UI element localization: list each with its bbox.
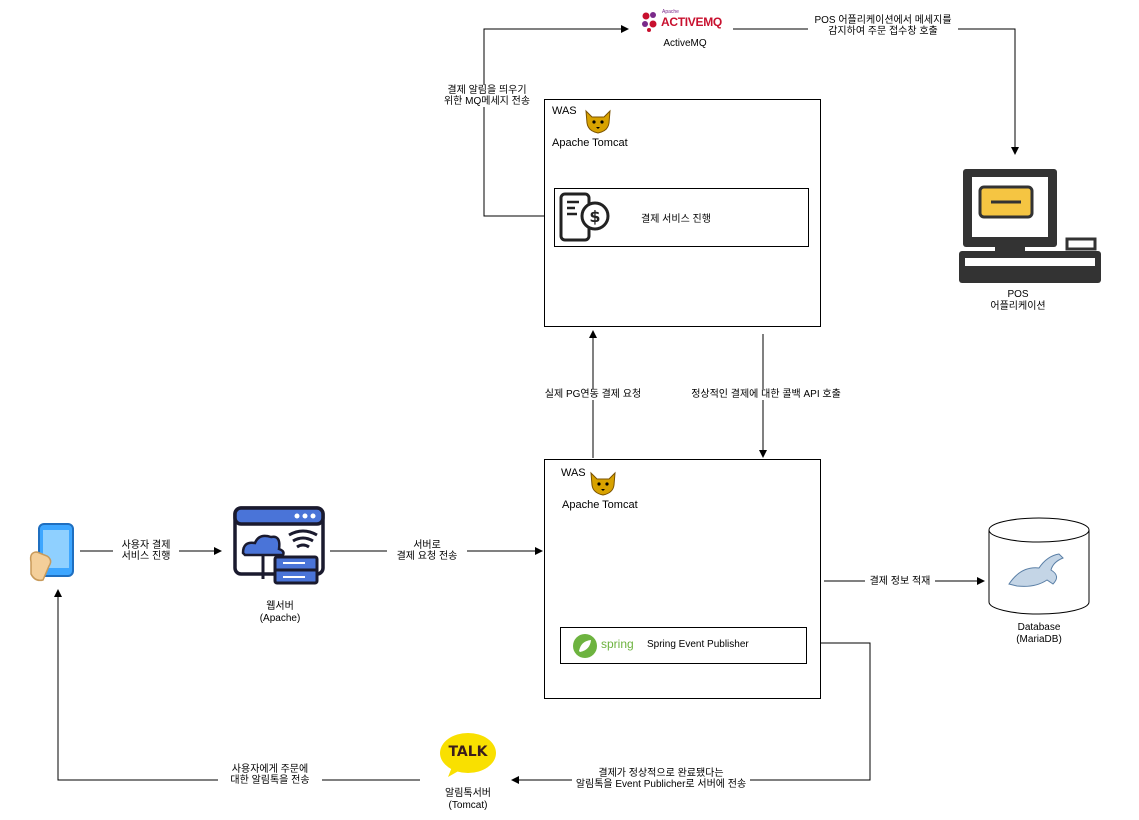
edge-label-callback: 정상적인 결제에 대한 콜백 API 호출 [686,389,846,400]
edge-label-web-to-was: 서버로 결제 요청 전송 [387,540,467,562]
edge-was-to-mq [483,25,629,217]
payment-service-label: 결제 서비스 진행 [641,214,711,225]
webserver-node[interactable]: 웹서버 (Apache) [230,505,330,630]
svg-text:$: $ [589,207,600,226]
talk-logo-text: TALK [448,744,488,760]
edge-label-was-to-pg: 실제 PG연동 결제 요청 [531,389,655,400]
talk-server-node[interactable]: TALK 알림톡서버 (Tomcat) [418,731,518,817]
database-node[interactable]: Database (MariaDB) [985,517,1093,648]
payment-service-icon: $ [559,192,610,242]
edge-label-user-to-web: 사용자 결제 서비스 진행 [113,540,179,562]
pos-node[interactable]: POS 어플리케이션 [955,165,1105,315]
activemq-node[interactable]: Apache ACTIVEMQ ActiveMQ [640,8,730,52]
tomcat-icon [590,471,616,496]
tomcat-icon [585,109,611,134]
pos-label: POS 어플리케이션 [990,289,1046,312]
was-bottom-title: WAS [561,467,586,479]
edge-label-publisher-to-talk: 결제가 정상적으로 완료됐다는 알림톡을 Event Publicher로 서버… [572,768,750,790]
webserver-label: 웹서버 (Apache) [259,601,301,624]
activemq-label: ActiveMQ [663,38,707,49]
was-top-title: WAS [552,105,577,117]
webserver-icon [233,506,325,585]
was-top-server-label: Apache Tomcat [552,137,628,149]
spring-logo-text: spring [601,637,634,651]
edge-label-talk-to-user: 사용자에게 주문에 대한 알림톡을 전송 [218,764,322,786]
pos-terminal-icon [959,169,1101,283]
edge-label-mq-to-pos: POS 어플리케이션에서 메세지를 감지하여 주문 접수창 호출 [808,15,958,37]
smartphone-hand-icon[interactable] [27,522,77,584]
talk-bubble-icon [440,733,496,777]
database-label: Database (MariaDB) [1016,622,1062,645]
spring-event-publisher-box[interactable]: spring Spring Event Publisher [560,627,807,664]
database-cylinder-icon [988,517,1090,615]
activemq-logo-small: Apache [662,9,679,15]
spring-event-publisher-label: Spring Event Publisher [647,639,749,650]
was-top-container[interactable]: WAS Apache Tomcat $ 결제 서비스 진행 [544,99,821,327]
activemq-logo-icon [642,12,657,32]
activemq-logo-text: ACTIVEMQ [661,15,722,29]
was-bottom-container[interactable]: WAS Apache Tomcat spring Spring Event Pu… [544,459,821,699]
payment-service-box[interactable]: $ 결제 서비스 진행 [554,188,809,247]
was-bottom-server-label: Apache Tomcat [562,499,638,511]
edge-label-was-to-db: 결제 정보 적재 [865,576,935,587]
talk-server-label: 알림톡서버 (Tomcat) [445,788,491,811]
spring-leaf-icon [573,634,597,658]
edge-label-was-to-mq: 결제 알림을 띄우기 위한 MQ메세지 전송 [440,85,534,107]
